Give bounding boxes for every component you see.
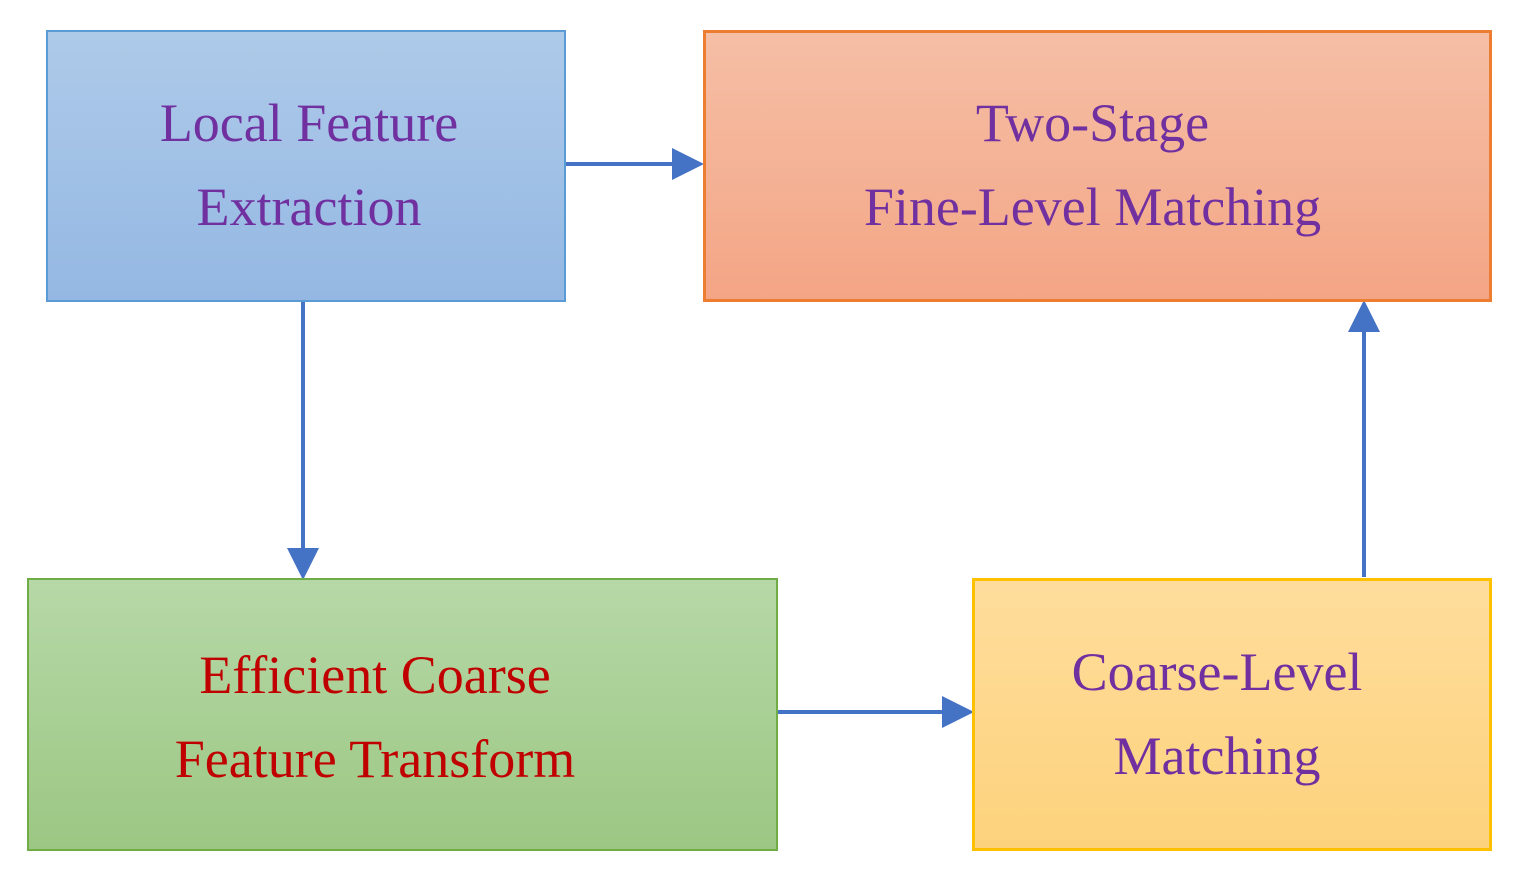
two-stage-line1: Two-Stage <box>975 93 1210 154</box>
efficient-coarse-line1: Efficient Coarse <box>199 644 551 705</box>
coarse-level-line1: Coarse-Level <box>1071 641 1363 702</box>
local-feature-extraction-line1: Local Feature <box>159 93 459 154</box>
coarse-level-matching-box: Coarse-Level Matching <box>972 578 1492 851</box>
two-stage-line2: Fine-Level Matching <box>863 177 1322 237</box>
local-feature-extraction-line2: Extraction <box>196 177 422 237</box>
local-feature-extraction-box: Local Feature Extraction <box>46 30 566 302</box>
coarse-level-line2: Matching <box>1113 725 1321 786</box>
efficient-coarse-line2: Feature Transform <box>174 728 576 789</box>
two-stage-fine-level-matching-box: Two-Stage Fine-Level Matching <box>703 30 1492 302</box>
efficient-coarse-feature-transform-box: Efficient Coarse Feature Transform <box>27 578 778 851</box>
